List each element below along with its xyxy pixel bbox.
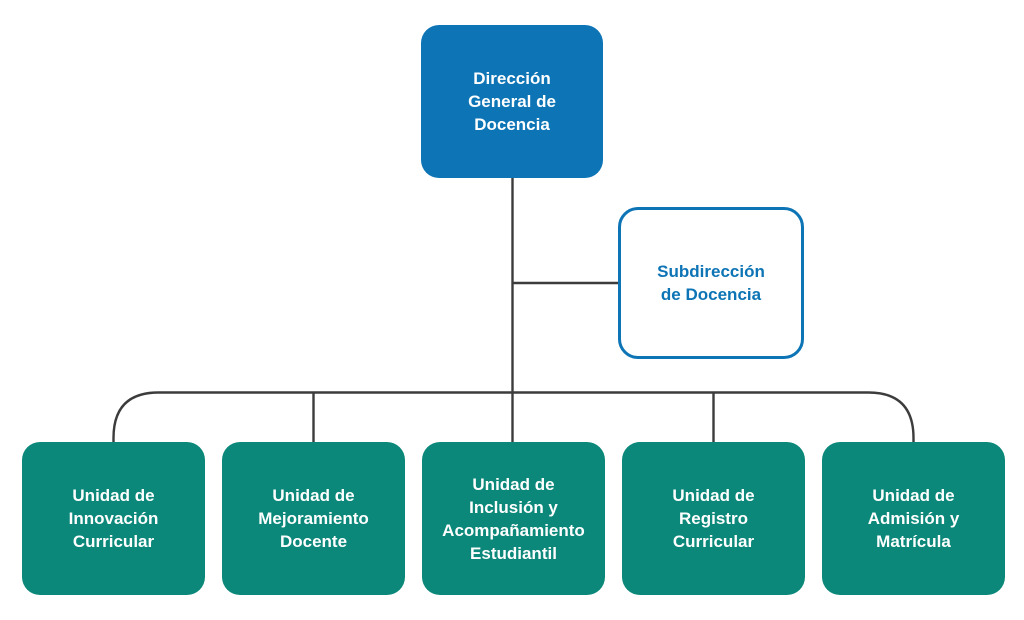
node-subdireccion-de-docencia: Subdirección de Docencia (618, 207, 804, 359)
node-unidad-registro-curricular: Unidad de Registro Curricular (622, 442, 805, 595)
node-unidad-innovacion-curricular: Unidad de Innovación Curricular (22, 442, 205, 595)
connector-bus (112, 391, 915, 443)
node-unidad-mejoramiento-docente: Unidad de Mejoramiento Docente (222, 442, 405, 595)
connector-group (112, 177, 915, 443)
node-unidad-admision-matricula: Unidad de Admisión y Matrícula (822, 442, 1005, 595)
node-direccion-general-de-docencia: Dirección General de Docencia (421, 25, 603, 178)
node-unidad-inclusion-acompanamiento-estudiantil: Unidad de Inclusión y Acompañamiento Est… (422, 442, 605, 595)
